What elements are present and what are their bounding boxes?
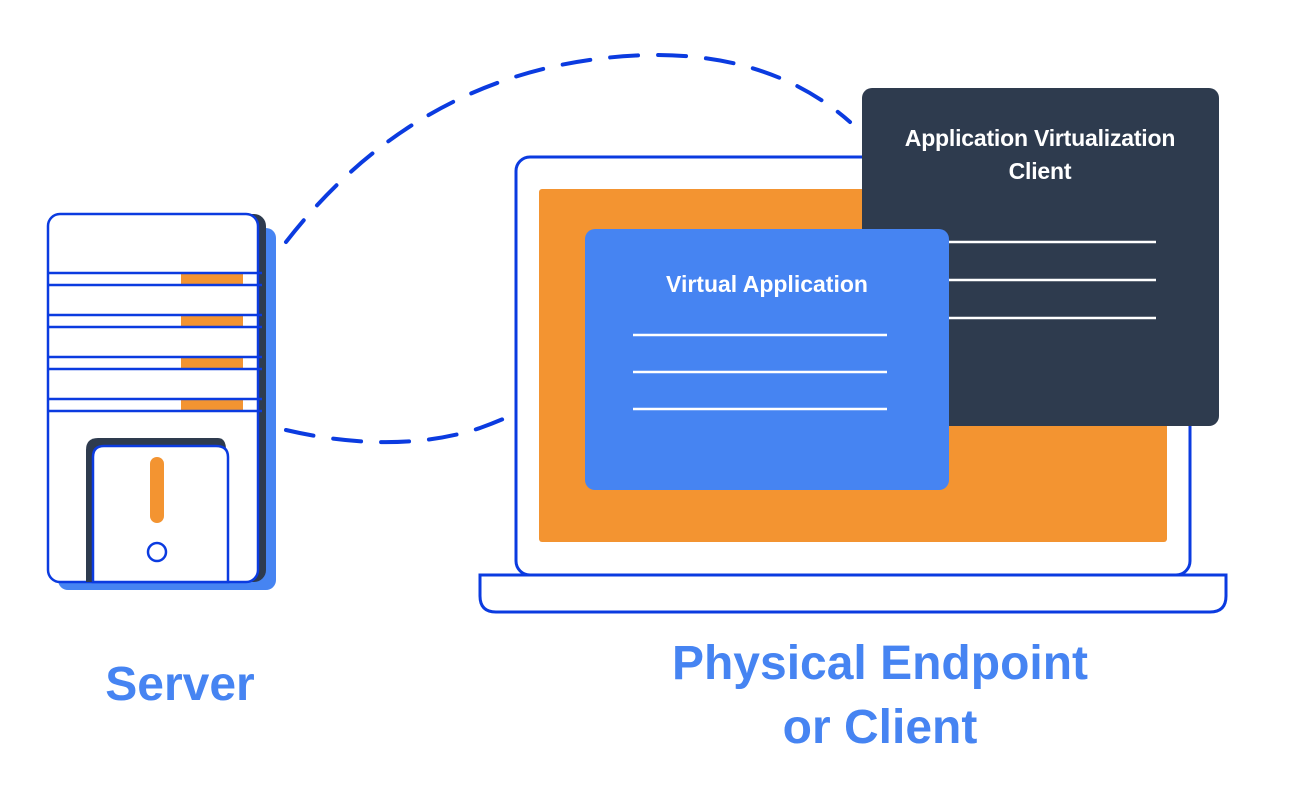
- virtualization-client-title: Application Virtualization Client: [862, 122, 1218, 188]
- client-title-line-1: Application Virtualization: [904, 125, 1176, 151]
- virtual-application-window: [585, 229, 949, 490]
- server-icon: [46, 212, 276, 590]
- virtualization-client-window: [862, 88, 1219, 426]
- connection-dashed-line: [284, 373, 582, 445]
- client-title-line-2: Client: [1008, 158, 1072, 184]
- connection-dashed-line: [284, 52, 852, 244]
- laptop-base: [478, 573, 1228, 614]
- server-label: Server: [105, 658, 255, 711]
- endpoint-label-line-2: or Client: [782, 701, 978, 754]
- endpoint-label: Physical Endpoint or Client: [560, 632, 1200, 760]
- endpoint-label-line-1: Physical Endpoint: [671, 637, 1089, 690]
- virtual-application-title: Virtual Application: [666, 271, 868, 297]
